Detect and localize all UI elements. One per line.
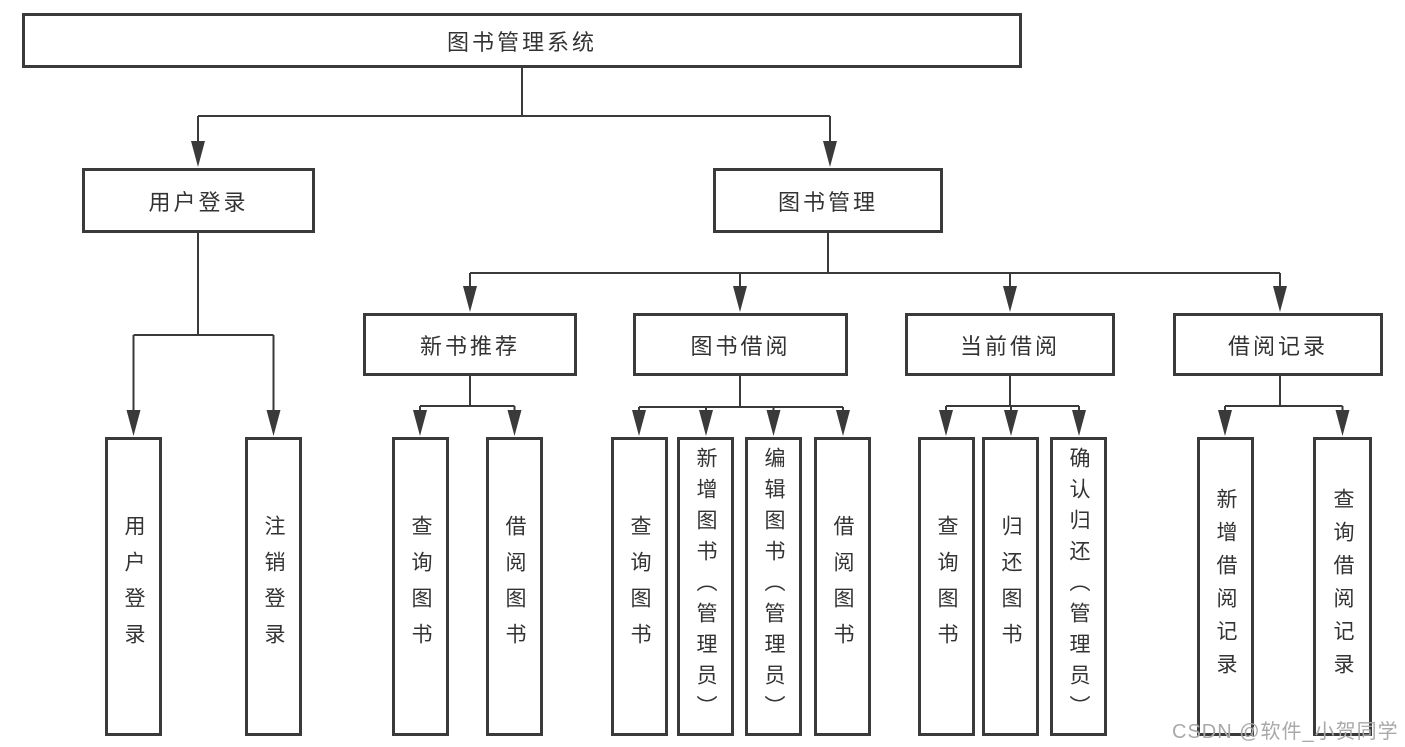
arrowhead xyxy=(939,410,953,436)
arrowhead xyxy=(1004,410,1018,436)
leaf-query-borrow-record: 查询借阅记录 xyxy=(1313,437,1372,736)
node-book-borrowing: 图书借阅 xyxy=(633,313,848,376)
arrowhead xyxy=(1072,410,1086,436)
arrowhead xyxy=(266,410,281,436)
arrowhead xyxy=(413,410,427,436)
arrowhead xyxy=(699,410,713,436)
leaf-label: 确认归还（管理员） xyxy=(1067,447,1090,726)
leaf-edit-book-admin: 编辑图书（管理员） xyxy=(745,437,802,736)
leaf-add-borrow-record: 新增借阅记录 xyxy=(1197,437,1254,736)
leaf-label: 查询图书 xyxy=(935,514,958,659)
leaf-label: 查询图书 xyxy=(628,514,651,659)
leaf-label: 新增借阅记录 xyxy=(1214,487,1237,686)
node-book-management: 图书管理 xyxy=(713,168,943,233)
leaf-query-book-current: 查询图书 xyxy=(918,437,975,736)
arrowhead xyxy=(823,141,837,167)
node-root: 图书管理系统 xyxy=(22,13,1022,68)
node-new-book-recommend: 新书推荐 xyxy=(363,313,577,376)
leaf-label: 借阅图书 xyxy=(503,514,526,659)
leaf-label: 归还图书 xyxy=(999,514,1022,659)
leaf-add-book-admin: 新增图书（管理员） xyxy=(677,437,734,736)
arrowhead xyxy=(1335,410,1350,436)
arrowhead xyxy=(463,286,477,312)
leaf-query-book-borrowing: 查询图书 xyxy=(611,437,668,736)
leaf-label: 注销登录 xyxy=(262,514,285,659)
arrowhead xyxy=(733,286,747,312)
leaf-borrow-book: 借阅图书 xyxy=(814,437,871,736)
leaf-logout: 注销登录 xyxy=(245,437,302,736)
arrowhead xyxy=(191,141,205,167)
node-current-borrowing: 当前借阅 xyxy=(905,313,1115,376)
leaf-label: 查询借阅记录 xyxy=(1331,487,1354,686)
leaf-label: 借阅图书 xyxy=(831,514,854,659)
arrowhead xyxy=(766,410,781,436)
arrowhead xyxy=(1003,286,1017,312)
csdn-watermark: CSDN @软件_小贺同学 xyxy=(1172,721,1399,743)
node-user-login: 用户登录 xyxy=(82,168,315,233)
arrowhead xyxy=(507,410,522,436)
leaf-label: 用户登录 xyxy=(122,514,145,659)
leaf-confirm-return-admin: 确认归还（管理员） xyxy=(1050,437,1107,736)
leaf-return-book: 归还图书 xyxy=(982,437,1039,736)
arrowhead xyxy=(126,410,141,436)
leaf-label: 新增图书（管理员） xyxy=(694,447,717,726)
leaf-label: 查询图书 xyxy=(409,514,432,659)
arrowhead xyxy=(632,410,646,436)
leaf-borrow-book-recommend: 借阅图书 xyxy=(486,437,543,736)
leaf-label: 编辑图书（管理员） xyxy=(762,447,785,726)
arrowhead xyxy=(1273,286,1287,312)
leaf-query-book-recommend: 查询图书 xyxy=(392,437,449,736)
arrowhead xyxy=(836,410,850,436)
leaf-user-login: 用户登录 xyxy=(105,437,162,736)
node-borrowing-records: 借阅记录 xyxy=(1173,313,1383,376)
arrowhead xyxy=(1218,410,1232,436)
